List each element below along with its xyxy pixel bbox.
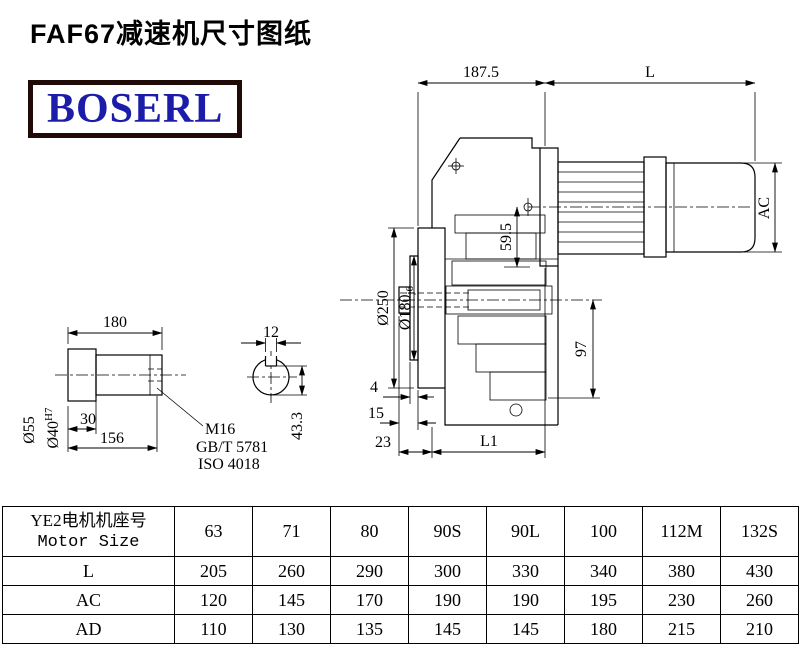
table-header-en: Motor Size bbox=[37, 532, 140, 552]
dim-ac-label: AC bbox=[756, 197, 773, 219]
table-header-size: 80 bbox=[330, 506, 409, 557]
standard-gb-label: GB/T 5781 bbox=[196, 439, 268, 456]
dim-flange-od-label: Ø250 bbox=[375, 290, 392, 326]
dim-bore-base: Ø40 bbox=[45, 421, 62, 449]
dim-top-width-label: 187.5 bbox=[463, 64, 499, 81]
table-cell: 145 bbox=[486, 614, 565, 644]
dim-30-label: 30 bbox=[80, 411, 96, 428]
table-header-row: YE2电机机座号 Motor Size 63 71 80 90S 90L 100… bbox=[2, 506, 799, 557]
dim-motor-length-label: L bbox=[645, 64, 655, 81]
table-cell: 215 bbox=[642, 614, 721, 644]
dim-spigot-tol: j6 bbox=[404, 285, 416, 295]
dim-shaft-length-label: 180 bbox=[103, 314, 127, 331]
dim-l1-label: L1 bbox=[480, 433, 498, 450]
table-row-AD: AD 110 130 135 145 145 180 215 210 bbox=[2, 614, 799, 644]
dim-key-height-label: 43.3 bbox=[289, 412, 306, 440]
dimension-annotations: 187.5 L AC Ø250 Ø180j6 59.5 97 bbox=[368, 64, 782, 458]
dim-23-label: 23 bbox=[375, 434, 391, 451]
table-cell: 145 bbox=[252, 585, 331, 615]
table-cell: 340 bbox=[564, 556, 643, 586]
table-cell: 330 bbox=[486, 556, 565, 586]
table-cell: 170 bbox=[330, 585, 409, 615]
table-cell: 190 bbox=[486, 585, 565, 615]
dim-4-label: 4 bbox=[370, 379, 378, 396]
table-cell: 180 bbox=[564, 614, 643, 644]
dim-shaft-od-label: Ø55 bbox=[21, 416, 38, 444]
table-cell: 120 bbox=[174, 585, 253, 615]
page-title: FAF67减速机尺寸图纸 bbox=[30, 19, 313, 49]
table-cell: 195 bbox=[564, 585, 643, 615]
motor-size-table: YE2电机机座号 Motor Size 63 71 80 90S 90L 100… bbox=[2, 506, 799, 644]
brand-logo: BOSERL bbox=[28, 80, 243, 138]
table-cell: 260 bbox=[252, 556, 331, 586]
gearbox-view bbox=[431, 137, 559, 426]
row-label: L bbox=[2, 556, 175, 586]
table-header-size: 100 bbox=[564, 506, 643, 557]
table-header-size: 132S bbox=[720, 506, 799, 557]
thread-spec-label: M16 bbox=[205, 421, 235, 438]
table-cell: 210 bbox=[720, 614, 799, 644]
table-cell: 135 bbox=[330, 614, 409, 644]
technical-drawing: 187.5 L AC Ø250 Ø180j6 59.5 97 bbox=[21, 64, 782, 473]
row-label: AD bbox=[2, 614, 175, 644]
table-cell: 205 bbox=[174, 556, 253, 586]
table-header-size: 112M bbox=[642, 506, 721, 557]
table-cell: 380 bbox=[642, 556, 721, 586]
dim-spigot-base: Ø180 bbox=[397, 295, 414, 331]
table-cell: 290 bbox=[330, 556, 409, 586]
dim-15-label: 15 bbox=[368, 405, 384, 422]
table-cell: 130 bbox=[252, 614, 331, 644]
row-label: AC bbox=[2, 585, 175, 615]
table-header-size: 71 bbox=[252, 506, 331, 557]
dim-156-label: 156 bbox=[100, 430, 124, 447]
table-header-size: 63 bbox=[174, 506, 253, 557]
dim-output-height-label: 97 bbox=[573, 341, 590, 357]
table-row-AC: AC 120 145 170 190 190 195 230 260 bbox=[2, 585, 799, 615]
table-cell: 300 bbox=[408, 556, 487, 586]
brand-logo-text: BOSERL bbox=[47, 86, 224, 132]
table-cell: 260 bbox=[720, 585, 799, 615]
table-cell: 230 bbox=[642, 585, 721, 615]
table-cell: 430 bbox=[720, 556, 799, 586]
table-header-size: 90L bbox=[486, 506, 565, 557]
dim-spigot-label: Ø180j6 bbox=[397, 285, 416, 330]
standard-iso-label: ISO 4018 bbox=[198, 456, 260, 473]
dim-key-width-label: 12 bbox=[263, 324, 279, 341]
table-row-L: L 205 260 290 300 330 340 380 430 bbox=[2, 556, 799, 586]
table-header-size: 90S bbox=[408, 506, 487, 557]
dim-bore-tol: H7 bbox=[43, 407, 55, 421]
table-cell: 190 bbox=[408, 585, 487, 615]
keyway-section: 12 43.3 bbox=[241, 324, 307, 440]
table-cell: 145 bbox=[408, 614, 487, 644]
dim-input-height-label: 59.5 bbox=[498, 223, 515, 251]
table-header-cn: YE2电机机座号 bbox=[30, 511, 147, 531]
table-cell: 110 bbox=[174, 614, 253, 644]
dim-bore-label: Ø40H7 bbox=[43, 407, 62, 449]
output-shaft-detail: 180 30 156 M16 GB/T 5781 ISO 4018 Ø55 Ø4… bbox=[21, 314, 268, 473]
table-header-motor-size: YE2电机机座号 Motor Size bbox=[2, 506, 175, 557]
